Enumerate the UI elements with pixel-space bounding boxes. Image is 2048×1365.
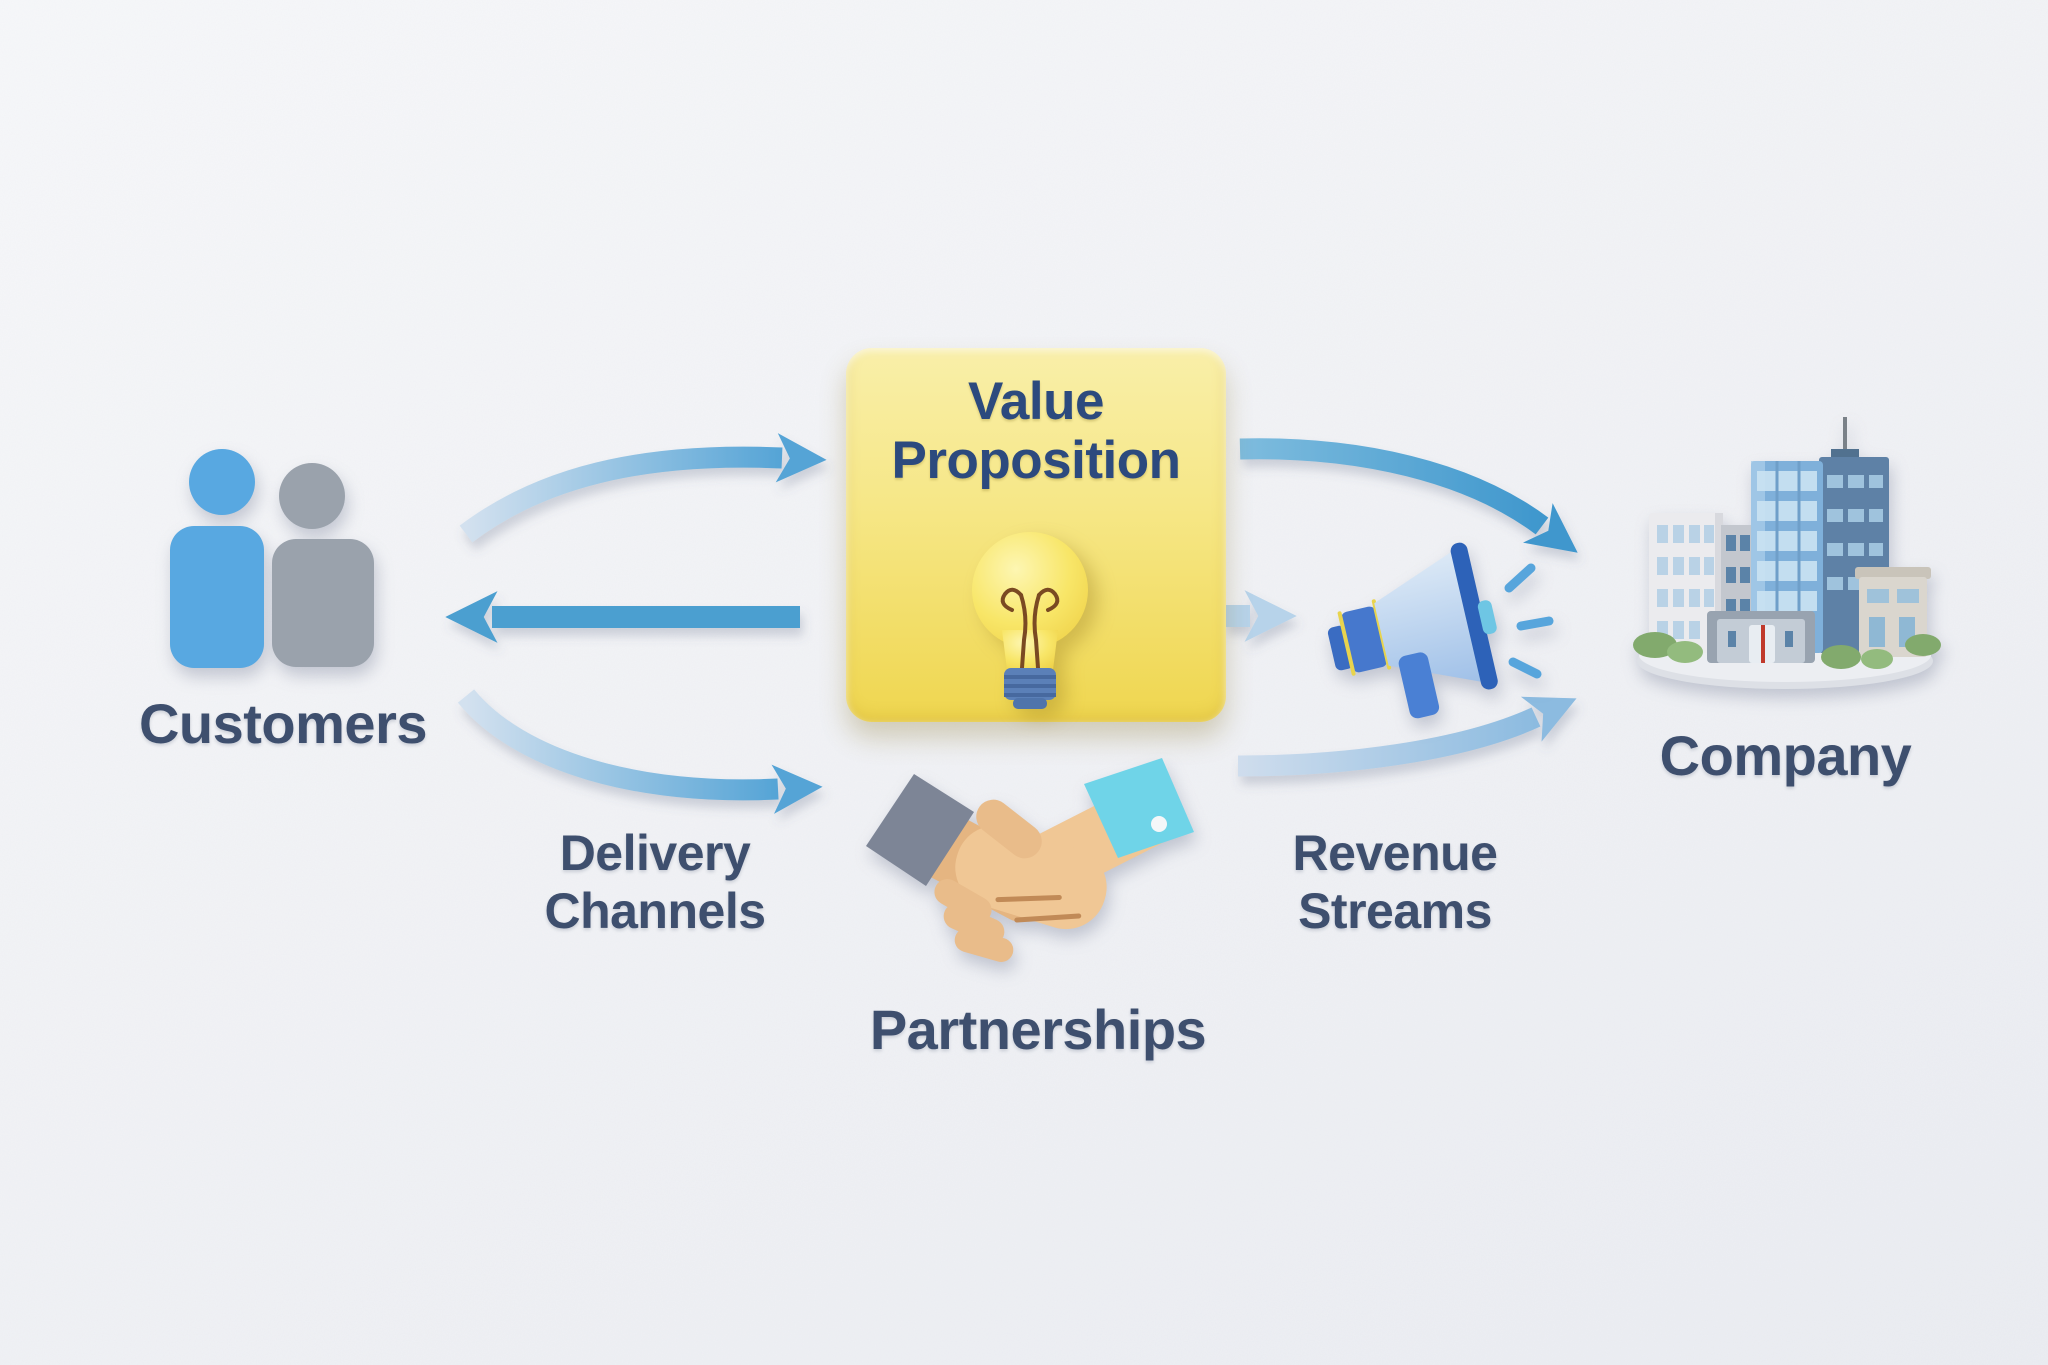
megaphone-icon [1327,542,1554,719]
revenue-streams-label: Revenue Streams [1292,825,1498,939]
people-icon [170,449,374,668]
customers-label: Customers [138,692,428,755]
arrow-customers-to-value-proposition [459,433,827,543]
company-label: Company [1659,724,1912,787]
buildings-icon [1633,417,1941,689]
lightbulb-icon [972,532,1088,709]
arrow-value-proposition-to-company [1239,438,1578,553]
partnerships-label: Partnerships [869,998,1207,1061]
value-proposition-box: Value Proposition [846,348,1226,722]
value-proposition-label: Value Proposition [891,372,1181,491]
arrow-partnerships-to-company [1237,696,1577,777]
arrow-customers-to-partnerships [457,689,823,814]
delivery-channels-label: Delivery Channels [544,825,766,939]
handshake-icon [866,758,1194,962]
